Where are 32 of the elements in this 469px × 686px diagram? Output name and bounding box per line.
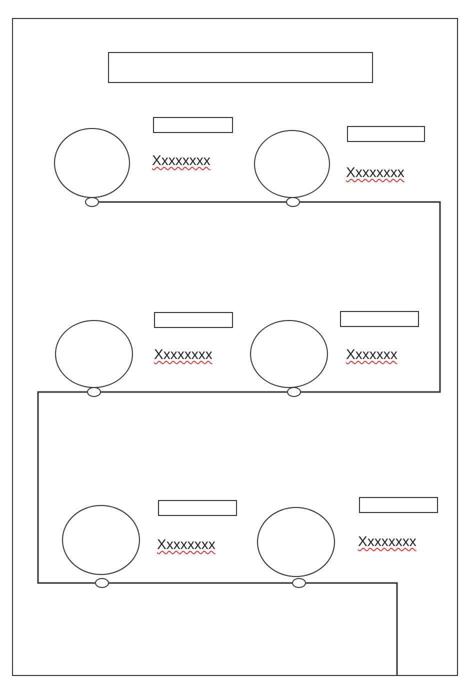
connector-node [94,578,108,588]
placeholder-text: Xxxxxxxx [346,164,404,180]
placeholder-text: Xxxxxxx [346,346,398,362]
placeholder-text: Xxxxxxxx [152,152,210,168]
placeholder-text: Xxxxxxxx [154,346,212,362]
label-box [152,116,232,132]
connector-node [84,196,98,206]
connector-line [101,391,287,393]
label-box [154,312,232,328]
connector-line [37,391,95,584]
title-box [108,52,372,82]
circle-node [54,128,130,198]
connector-node [286,196,300,206]
connector-node [286,386,300,396]
page-frame [12,18,458,676]
circle-node [254,130,330,198]
connector-node [292,578,306,588]
label-box [158,500,236,516]
connector-line [300,201,441,393]
label-box [346,126,424,142]
circle-node [54,320,132,388]
circle-node [256,506,334,576]
circle-node [62,504,140,574]
label-box [358,496,438,512]
placeholder-text: Xxxxxxxx [358,533,416,549]
circle-node [250,320,328,388]
label-box [340,310,418,326]
connector-line [306,582,398,676]
connector-line [109,582,292,584]
connector-node [86,386,100,396]
placeholder-text: Xxxxxxxx [157,536,216,552]
connector-line [99,201,286,203]
